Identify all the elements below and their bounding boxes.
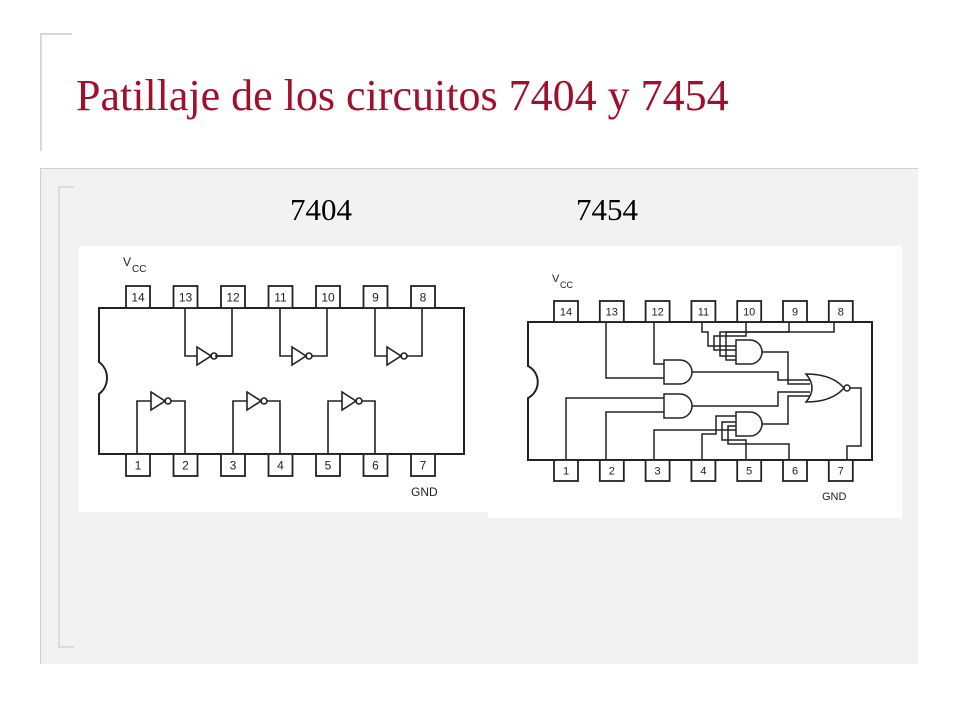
pin-number: 13 bbox=[179, 290, 193, 304]
pin-number: 11 bbox=[274, 290, 287, 304]
pin-number: 4 bbox=[277, 458, 284, 472]
pin-box bbox=[736, 459, 763, 482]
pin-number: 4 bbox=[700, 465, 706, 477]
inverter-gate bbox=[374, 308, 423, 367]
pin-box bbox=[782, 459, 808, 482]
decorative-bracket-top bbox=[40, 33, 72, 151]
pin-box bbox=[644, 300, 671, 323]
pin-box bbox=[598, 300, 625, 323]
pin-number: 3 bbox=[655, 465, 661, 477]
pin-number: 6 bbox=[792, 465, 798, 477]
pin-number: 6 bbox=[372, 458, 379, 472]
pin-box bbox=[410, 285, 436, 309]
pin-number: 8 bbox=[838, 306, 844, 318]
pin-number: 5 bbox=[325, 458, 332, 472]
bottom-pin-row-7454: 1 2 3 4 5 6 7 bbox=[553, 459, 854, 482]
pin-box bbox=[315, 285, 341, 309]
pin-box bbox=[410, 453, 436, 477]
pin-box bbox=[644, 459, 671, 482]
inverter-gate bbox=[279, 308, 328, 367]
pin-number: 12 bbox=[226, 290, 240, 304]
pin-number: 10 bbox=[321, 290, 335, 304]
pin-box bbox=[553, 300, 579, 323]
pin-box bbox=[827, 459, 854, 482]
pin-box bbox=[598, 459, 625, 482]
pin-number: 9 bbox=[792, 306, 798, 318]
pin-number: 1 bbox=[135, 458, 142, 472]
pin-box bbox=[220, 285, 246, 309]
pin-box bbox=[736, 300, 763, 323]
pin-number: 7 bbox=[838, 465, 844, 477]
pin-number: 7 bbox=[420, 458, 427, 472]
gnd-label-7454: GND bbox=[822, 491, 847, 503]
vcc-label-7404: V bbox=[123, 255, 131, 269]
pin-number: 2 bbox=[182, 458, 189, 472]
inverter-gate bbox=[232, 390, 281, 454]
inverter-gate bbox=[327, 390, 376, 454]
inverter-gate bbox=[136, 390, 186, 454]
and-gate bbox=[663, 359, 693, 385]
top-pin-row-7404: 14 13 12 11 10 9 8 bbox=[125, 285, 436, 309]
vcc-sub-7454: CC bbox=[560, 280, 573, 290]
bottom-pin-row-7404: 1 2 3 4 5 6 7 bbox=[125, 453, 436, 477]
pin-number: 2 bbox=[609, 465, 615, 477]
pin-number: 10 bbox=[743, 306, 755, 318]
and-gate bbox=[735, 411, 763, 437]
pin-number: 13 bbox=[606, 306, 618, 318]
pin-box bbox=[690, 300, 717, 323]
nor-gate bbox=[804, 373, 845, 403]
inverter-gates-7404 bbox=[136, 308, 423, 454]
pin-number: 8 bbox=[420, 290, 427, 304]
ic-body-7404 bbox=[98, 307, 465, 455]
pin-number: 1 bbox=[563, 465, 569, 477]
pin-number: 9 bbox=[372, 290, 379, 304]
vcc-sub-7404: CC bbox=[132, 264, 146, 275]
chip-label-7454: 7454 bbox=[576, 192, 638, 227]
chip-label-7404: 7404 bbox=[290, 192, 352, 227]
top-pin-row-7454: 14 13 12 11 10 9 8 bbox=[553, 300, 854, 323]
pin-number: 12 bbox=[651, 306, 663, 318]
pin-box bbox=[125, 285, 151, 309]
pin-number: 5 bbox=[746, 465, 752, 477]
pin-number: 14 bbox=[560, 306, 572, 318]
gnd-label-7404: GND bbox=[411, 485, 438, 499]
aoi-logic-7454 bbox=[565, 322, 862, 460]
inverter-gate bbox=[184, 308, 233, 367]
pin-number: 11 bbox=[698, 306, 709, 318]
ic-body-7454 bbox=[527, 321, 873, 461]
pin-box bbox=[782, 300, 808, 323]
pin-number: 14 bbox=[131, 290, 145, 304]
vcc-label-7454: V bbox=[552, 273, 560, 285]
and-gate bbox=[663, 393, 693, 419]
pin-box bbox=[125, 453, 151, 477]
pin-box bbox=[690, 459, 717, 482]
decorative-bracket-inner bbox=[58, 186, 74, 648]
slide-title: Patillaje de los circuitos 7404 y 7454 bbox=[76, 71, 729, 120]
pin-box bbox=[827, 300, 854, 323]
and-gate bbox=[735, 339, 763, 365]
pin-number: 3 bbox=[230, 458, 237, 472]
